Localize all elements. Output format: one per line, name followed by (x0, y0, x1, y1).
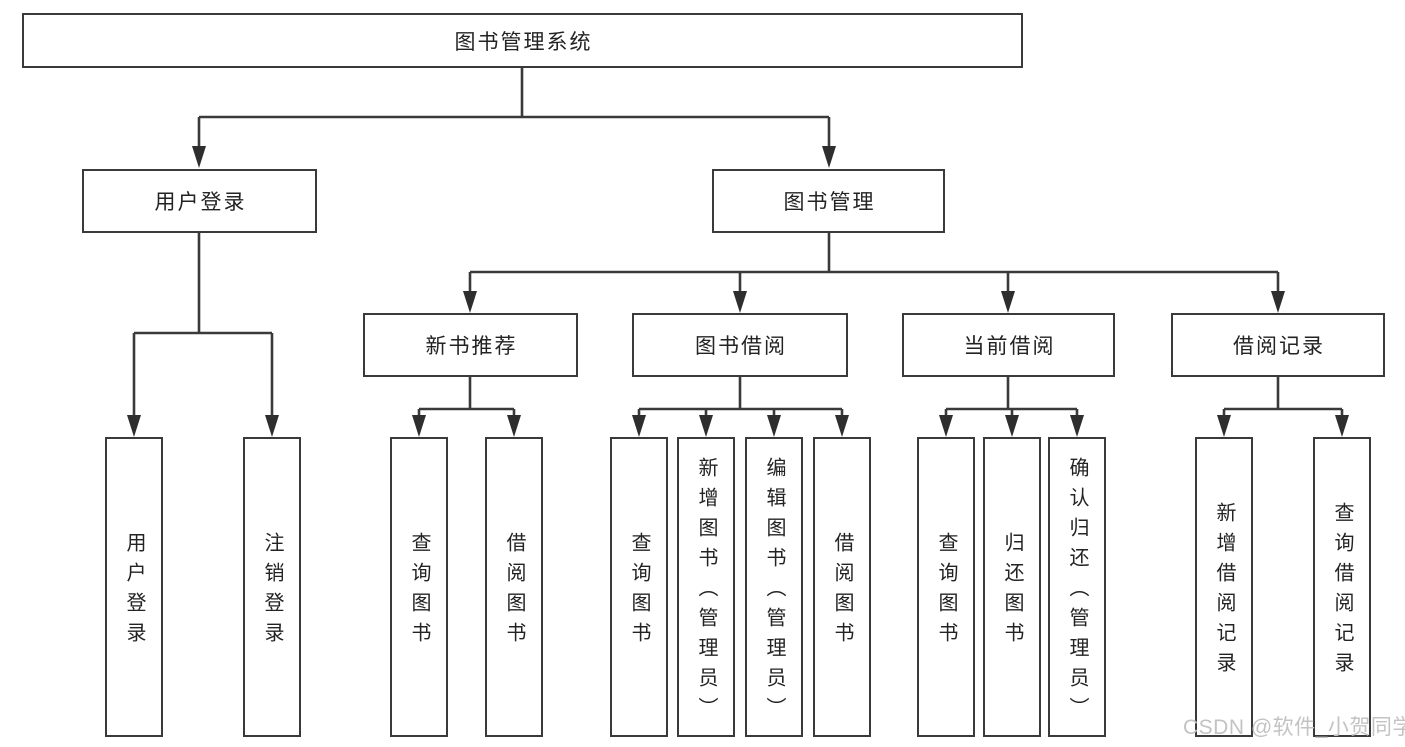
leaf-label: 用户登录 (123, 532, 145, 652)
leaf-label: 确认归还（管理员） (1066, 457, 1088, 727)
node-leaf-query-books-3: 查询图书 (917, 437, 975, 737)
node-leaf-user-login: 用户登录 (105, 437, 163, 737)
node-user-login-branch: 用户登录 (82, 169, 317, 233)
node-new-book-recommend: 新书推荐 (363, 313, 578, 377)
node-leaf-query-books-1: 查询图书 (390, 437, 448, 737)
leaf-label: 归还图书 (1001, 532, 1023, 652)
leaf-label: 编辑图书（管理员） (763, 457, 785, 727)
csdn-watermark: CSDN @软件_小贺同学 (1183, 716, 1405, 739)
leaf-label: 查询借阅记录 (1331, 502, 1353, 682)
node-leaf-return-books: 归还图书 (983, 437, 1041, 737)
node-leaf-query-books-2: 查询图书 (610, 437, 668, 737)
leaf-label: 查询图书 (408, 532, 430, 652)
node-library-management-system: 图书管理系统 (22, 13, 1023, 68)
leaf-label: 注销登录 (261, 532, 283, 652)
node-leaf-edit-books-admin: 编辑图书（管理员） (745, 437, 803, 737)
leaf-label: 新增图书（管理员） (695, 457, 717, 727)
node-leaf-add-borrow-record: 新增借阅记录 (1195, 437, 1253, 737)
node-leaf-logout: 注销登录 (243, 437, 301, 737)
leaf-label: 查询图书 (628, 532, 650, 652)
node-leaf-query-borrow-record: 查询借阅记录 (1313, 437, 1371, 737)
node-book-management-branch: 图书管理 (712, 169, 945, 233)
node-leaf-add-books-admin: 新增图书（管理员） (677, 437, 735, 737)
node-leaf-borrow-books-2: 借阅图书 (813, 437, 871, 737)
leaf-label: 借阅图书 (503, 532, 525, 652)
node-borrowing-records: 借阅记录 (1171, 313, 1385, 377)
leaf-label: 新增借阅记录 (1213, 502, 1235, 682)
node-current-borrowing: 当前借阅 (902, 313, 1115, 377)
leaf-label: 借阅图书 (831, 532, 853, 652)
node-leaf-confirm-return-admin: 确认归还（管理员） (1048, 437, 1106, 737)
node-book-borrowing: 图书借阅 (632, 313, 848, 377)
leaf-label: 查询图书 (935, 532, 957, 652)
node-leaf-borrow-books-1: 借阅图书 (485, 437, 543, 737)
arrowheads (127, 146, 1349, 437)
